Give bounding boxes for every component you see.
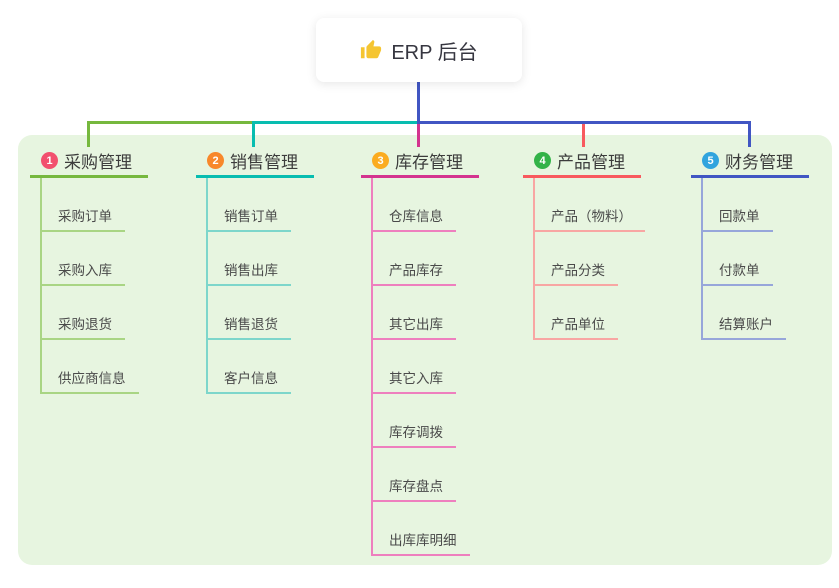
branch-label: 销售管理 — [230, 153, 298, 172]
branch-label: 财务管理 — [725, 153, 793, 172]
branch-label: 采购管理 — [64, 153, 132, 172]
root-node-label: ERP 后台 — [391, 41, 478, 64]
child-node-4-2[interactable]: 产品分类 — [535, 232, 653, 286]
branch-2: 2 销售管理 销售订单销售出库销售退货客户信息 — [196, 146, 326, 394]
branch-1: 1 采购管理 采购订单采购入库采购退货供应商信息 — [30, 146, 160, 394]
drop-line-product — [582, 124, 585, 147]
branch-number-badge: 2 — [207, 152, 224, 169]
branch-children: 产品（物料） 产品分类产品单位 — [533, 178, 653, 340]
child-node-label: 采购入库 — [42, 259, 125, 286]
child-node-3-1[interactable]: 仓库信息 — [373, 178, 491, 232]
child-node-label: 库存盘点 — [373, 475, 456, 502]
child-node-3-5[interactable]: 库存调拨 — [373, 394, 491, 448]
branch-children: 仓库信息产品库存其它出库其它入库库存调拨库存盘点出库库明细 — [371, 178, 491, 556]
bus-line-purchase — [87, 121, 253, 124]
branch-number-badge: 4 — [534, 152, 551, 169]
branch-children: 回款单付款单结算账户 — [701, 178, 821, 340]
branch-header[interactable]: 4 产品管理 — [523, 146, 641, 178]
branch-header[interactable]: 1 采购管理 — [30, 146, 148, 178]
child-node-4-1[interactable]: 产品（物料） — [535, 178, 653, 232]
child-node-label: 出库库明细 — [373, 529, 470, 556]
root-stem-line — [417, 82, 420, 124]
branch-number-badge: 1 — [41, 152, 58, 169]
child-node-5-3[interactable]: 结算账户 — [703, 286, 821, 340]
child-node-label: 采购订单 — [42, 205, 125, 232]
child-node-label: 客户信息 — [208, 367, 291, 394]
mindmap-canvas — [18, 135, 832, 565]
bus-line-sales — [252, 121, 418, 124]
child-node-label: 产品单位 — [535, 313, 618, 340]
child-node-2-1[interactable]: 销售订单 — [208, 178, 326, 232]
child-node-label: 付款单 — [703, 259, 773, 286]
child-node-2-4[interactable]: 客户信息 — [208, 340, 326, 394]
branch-number-badge: 3 — [372, 152, 389, 169]
branch-header[interactable]: 2 销售管理 — [196, 146, 314, 178]
child-node-label: 产品（物料） — [535, 205, 645, 232]
child-node-label: 产品分类 — [535, 259, 618, 286]
child-node-5-2[interactable]: 付款单 — [703, 232, 821, 286]
child-node-label: 供应商信息 — [42, 367, 139, 394]
child-node-3-2[interactable]: 产品库存 — [373, 232, 491, 286]
child-node-1-2[interactable]: 采购入库 — [42, 232, 160, 286]
drop-line-inventory — [417, 124, 420, 147]
branch-5: 5 财务管理 回款单付款单结算账户 — [691, 146, 821, 340]
child-node-label: 其它出库 — [373, 313, 456, 340]
thumbs-up-icon — [360, 39, 382, 61]
child-node-5-1[interactable]: 回款单 — [703, 178, 821, 232]
child-node-label: 回款单 — [703, 205, 773, 232]
drop-line-sales — [252, 121, 255, 147]
branch-header[interactable]: 5 财务管理 — [691, 146, 809, 178]
child-node-label: 仓库信息 — [373, 205, 456, 232]
child-node-3-6[interactable]: 库存盘点 — [373, 448, 491, 502]
child-node-label: 销售出库 — [208, 259, 291, 286]
branch-header[interactable]: 3 库存管理 — [361, 146, 479, 178]
child-node-label: 采购退货 — [42, 313, 125, 340]
child-node-1-3[interactable]: 采购退货 — [42, 286, 160, 340]
bus-line-finance — [417, 121, 750, 124]
child-node-3-3[interactable]: 其它出库 — [373, 286, 491, 340]
child-node-3-7[interactable]: 出库库明细 — [373, 502, 491, 556]
child-node-label: 销售订单 — [208, 205, 291, 232]
child-node-label: 其它入库 — [373, 367, 456, 394]
child-node-1-1[interactable]: 采购订单 — [42, 178, 160, 232]
child-node-label: 销售退货 — [208, 313, 291, 340]
child-node-1-4[interactable]: 供应商信息 — [42, 340, 160, 394]
child-node-label: 产品库存 — [373, 259, 456, 286]
child-node-2-3[interactable]: 销售退货 — [208, 286, 326, 340]
child-node-3-4[interactable]: 其它入库 — [373, 340, 491, 394]
branch-3: 3 库存管理 仓库信息产品库存其它出库其它入库库存调拨库存盘点出库库明细 — [361, 146, 491, 556]
branch-number-badge: 5 — [702, 152, 719, 169]
child-node-2-2[interactable]: 销售出库 — [208, 232, 326, 286]
drop-line-purchase — [87, 121, 90, 147]
drop-line-finance — [748, 121, 751, 147]
branch-4: 4 产品管理 产品（物料） 产品分类产品单位 — [523, 146, 653, 340]
branch-children: 采购订单采购入库采购退货供应商信息 — [40, 178, 160, 394]
root-node[interactable]: ERP 后台 — [316, 18, 522, 82]
child-node-label: 结算账户 — [703, 313, 786, 340]
branch-label: 产品管理 — [557, 153, 625, 172]
branch-children: 销售订单销售出库销售退货客户信息 — [206, 178, 326, 394]
child-node-4-3[interactable]: 产品单位 — [535, 286, 653, 340]
child-node-label: 库存调拨 — [373, 421, 456, 448]
branch-label: 库存管理 — [395, 153, 463, 172]
